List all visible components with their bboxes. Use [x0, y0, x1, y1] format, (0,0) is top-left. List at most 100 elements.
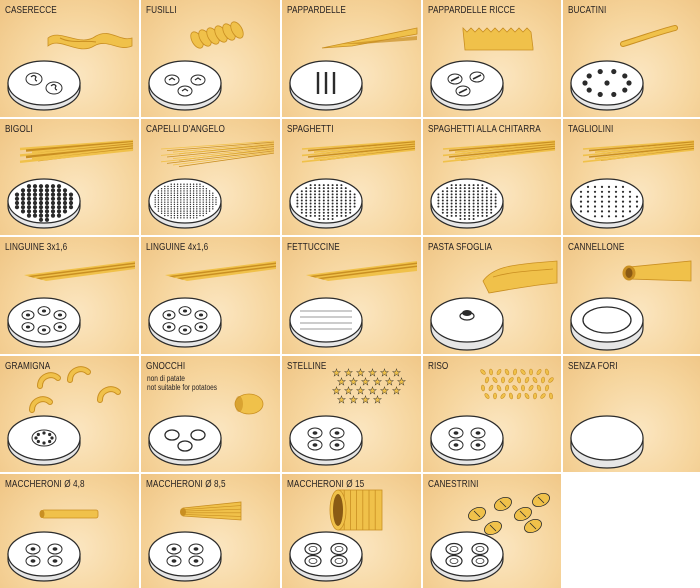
die-cell: SENZA FORI: [563, 356, 700, 472]
die-cell: MACCHERONI Ø 15: [282, 474, 421, 588]
svg-text:★: ★: [337, 395, 346, 406]
die-label: BIGOLI: [5, 124, 33, 135]
die-illustration: [7, 366, 121, 466]
pasta-shape-icon: [190, 21, 244, 49]
pasta-shape-icon: [321, 27, 418, 49]
die-illustration: [430, 492, 550, 582]
die-disc-icon: [148, 178, 222, 229]
pasta-shape-icon: [620, 25, 678, 47]
svg-text:★: ★: [361, 377, 370, 388]
die-illustration: [570, 140, 695, 229]
die-label: BUCATINI: [568, 5, 607, 16]
pasta-shape-icon: [442, 140, 556, 163]
die-disc-icon: [289, 297, 363, 348]
die-illustration: [430, 260, 558, 351]
die-illustration: [289, 27, 418, 111]
pasta-shape-icon: [29, 366, 121, 413]
die-label: TAGLIOLINI: [568, 124, 614, 135]
svg-text:★: ★: [373, 395, 382, 406]
die-label: CANNELLONE: [568, 242, 625, 253]
die-illustration: [148, 21, 244, 111]
die-label: FETTUCCINE: [287, 242, 340, 253]
die-cell: CASERECCE: [0, 0, 139, 117]
pasta-shape-icon: [301, 140, 416, 163]
svg-text:★: ★: [373, 377, 382, 388]
svg-text:★: ★: [356, 368, 365, 379]
pasta-shape-icon: [462, 27, 534, 51]
svg-text:★: ★: [380, 386, 389, 397]
die-disc-icon: [430, 178, 504, 229]
pasta-shape-icon: [39, 509, 99, 519]
die-disc-icon: [148, 415, 222, 466]
die-illustration: [148, 261, 276, 348]
svg-text:★: ★: [349, 377, 358, 388]
die-label: FUSILLI: [146, 5, 177, 16]
die-label: LINGUINE 4x1,6: [146, 242, 209, 253]
die-note-line: not suitable for potatoes: [147, 383, 218, 392]
die-cell: MACCHERONI Ø 4,8: [0, 474, 139, 588]
die-disc-icon: [148, 531, 222, 582]
pasta-shape-icon: [480, 368, 554, 400]
die-disc-icon: [570, 178, 644, 229]
die-label: MACCHERONI Ø 8,5: [146, 479, 226, 490]
die-label: MACCHERONI Ø 15: [287, 479, 365, 490]
die-illustration: [289, 261, 417, 348]
die-label: GRAMIGNA: [5, 361, 51, 372]
die-cell: CANNELLONE: [563, 237, 700, 354]
die-label: CANESTRINI: [428, 479, 479, 490]
svg-text:★: ★: [380, 368, 389, 379]
die-illustration: [148, 393, 264, 466]
die-label: SENZA FORI: [568, 361, 618, 372]
pasta-shape-icon: [468, 492, 550, 536]
die-illustration: [289, 489, 383, 582]
die-label: PAPPARDELLE: [287, 5, 346, 16]
die-label: MACCHERONI Ø 4,8: [5, 479, 85, 490]
die-cell: PAPPARDELLE RICCE: [423, 0, 561, 117]
die-illustration: [148, 140, 275, 229]
die-disc-icon: [289, 60, 363, 111]
pasta-shape-icon: [622, 260, 692, 282]
svg-text:★: ★: [368, 368, 377, 379]
pasta-shape-icon: [165, 261, 276, 281]
die-disc-icon: [289, 415, 363, 466]
die-disc-icon: [570, 415, 644, 469]
die-disc-icon: [7, 297, 81, 348]
die-disc-icon: [430, 60, 504, 111]
svg-text:★: ★: [332, 368, 341, 379]
die-note-line: non di patate: [147, 374, 185, 383]
die-cell: TAGLIOLINI: [563, 119, 700, 235]
die-label: CAPELLI D'ANGELO: [146, 124, 225, 135]
svg-text:★: ★: [392, 368, 401, 379]
svg-text:★: ★: [392, 386, 401, 397]
die-cell: LINGUINE 4x1,6: [141, 237, 280, 354]
die-illustration: [570, 415, 644, 469]
die-disc-icon: [430, 297, 504, 351]
die-illustration: [430, 27, 534, 111]
pasta-shape-icon: [234, 393, 264, 415]
die-label: PAPPARDELLE RICCE: [428, 5, 516, 16]
die-disc-icon: [430, 415, 504, 466]
pasta-shape-icon: [160, 140, 275, 167]
die-illustration: ★★★★★★★★★★★★★★★★★★★★★★: [289, 368, 406, 466]
die-illustration: [7, 261, 135, 348]
svg-text:★: ★: [344, 368, 353, 379]
svg-text:★: ★: [397, 377, 406, 388]
die-illustration: [430, 140, 556, 229]
die-cell: SPAGHETTI: [282, 119, 421, 235]
pasta-shape-icon: [329, 489, 383, 531]
die-cell: ★★★★★★★★★★★★★★★★★★★★★★STELLINE: [282, 356, 421, 472]
svg-text:★: ★: [356, 386, 365, 397]
die-label: CASERECCE: [5, 5, 57, 16]
die-disc-icon: [148, 60, 222, 111]
die-disc-icon: [7, 531, 81, 582]
die-cell: GRAMIGNA: [0, 356, 139, 472]
die-disc-icon: [430, 531, 504, 582]
die-cell: RISO: [423, 356, 561, 472]
die-cell: MACCHERONI Ø 8,5: [141, 474, 280, 588]
empty-cell: [563, 474, 700, 588]
die-cell: FUSILLI: [141, 0, 280, 117]
die-cell: CANESTRINI: [423, 474, 561, 588]
die-illustration: [7, 33, 133, 111]
die-illustration: [7, 509, 99, 582]
